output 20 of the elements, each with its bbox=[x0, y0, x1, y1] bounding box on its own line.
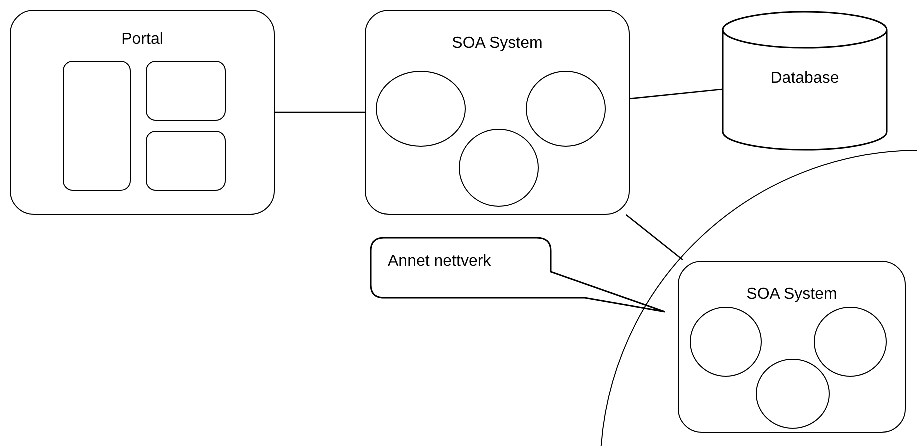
node-label: SOA System bbox=[746, 286, 838, 304]
connector-line bbox=[630, 88, 722, 100]
service-circle bbox=[690, 307, 762, 377]
component-box bbox=[63, 61, 131, 191]
service-circle bbox=[526, 71, 606, 147]
component-box bbox=[146, 131, 226, 191]
connector-line bbox=[626, 214, 684, 260]
service-circle bbox=[814, 307, 887, 377]
system-box bbox=[365, 10, 630, 215]
component-box bbox=[146, 61, 226, 121]
service-circle bbox=[459, 129, 539, 207]
service-circle bbox=[756, 359, 830, 429]
service-circle bbox=[376, 71, 466, 147]
connector-line bbox=[275, 112, 365, 114]
callout-text: Annet nettverk bbox=[388, 253, 492, 271]
system-box bbox=[10, 10, 275, 215]
node-label: SOA System bbox=[451, 35, 544, 53]
system-box bbox=[678, 261, 906, 433]
node-label: Database bbox=[770, 70, 840, 88]
node-label: Portal bbox=[120, 31, 164, 49]
